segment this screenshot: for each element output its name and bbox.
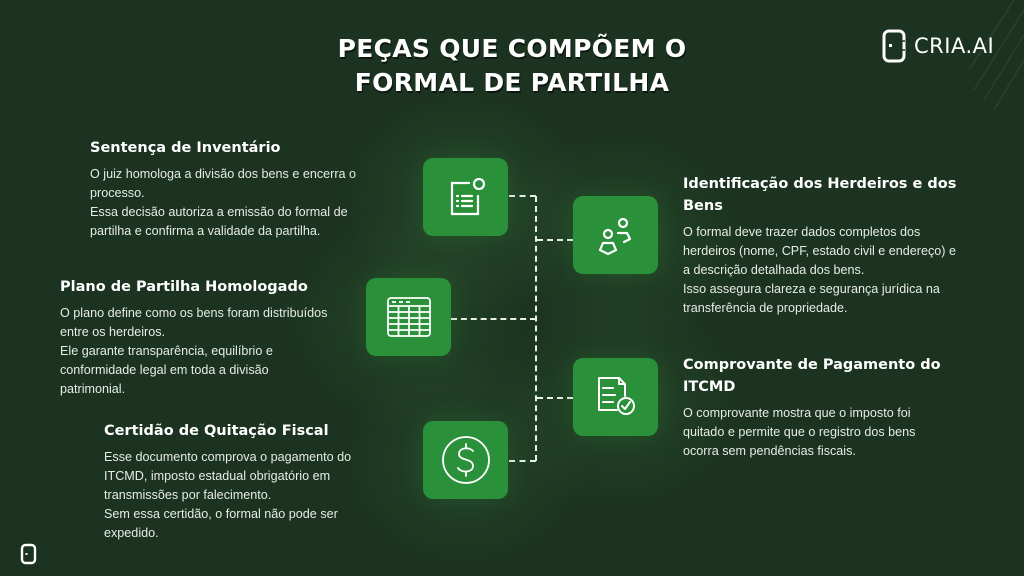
table-icon (386, 297, 431, 337)
section-herdeiros: Identificação dos Herdeiros e dos Bens O… (683, 173, 983, 318)
section-text: Esse documento comprova o pagamento do I… (104, 450, 352, 540)
cria-ai-logo-icon (882, 29, 906, 63)
section-text: O plano define como os bens foram distri… (60, 306, 328, 396)
section-plano: Plano de Partilha Homologado O plano def… (60, 276, 360, 399)
dollar-circle-icon (441, 436, 490, 484)
section-sentenca: Sentença de Inventário O juiz homologa a… (90, 137, 390, 241)
section-text: O comprovante mostra que o imposto foi q… (683, 406, 916, 458)
section-title: Identificação dos Herdeiros e dos Bens (683, 176, 957, 214)
brand-name: CRIA.AI (914, 34, 995, 58)
section-title: Certidão de Quitação Fiscal (104, 423, 329, 439)
connector-box1 (509, 195, 536, 197)
connector-vertical (535, 196, 537, 461)
section-certidao: Certidão de Quitação Fiscal Esse documen… (104, 420, 394, 543)
section-comprovante: Comprovante de Pagamento do ITCMD O comp… (683, 354, 983, 461)
title-line-2: FORMAL DE PARTILHA (354, 68, 670, 97)
connector-box2 (537, 239, 573, 241)
section-title: Plano de Partilha Homologado (60, 279, 308, 295)
connector-box4 (537, 397, 573, 399)
section-text: O formal deve trazer dados completos dos… (683, 225, 956, 315)
document-list-icon (450, 177, 485, 216)
icon-box-plano (366, 278, 451, 356)
people-icon (598, 217, 631, 256)
icon-box-comprovante (573, 358, 658, 436)
document-check-icon (597, 377, 635, 415)
connector-box5 (509, 460, 536, 462)
connector-box3 (451, 318, 536, 320)
section-title: Comprovante de Pagamento do ITCMD (683, 357, 941, 395)
cria-ai-small-logo-icon (20, 543, 37, 565)
page-title: PEÇAS QUE COMPÕEM O FORMAL DE PARTILHA (0, 32, 1024, 100)
section-text: O juiz homologa a divisão dos bens e enc… (90, 167, 357, 238)
icon-box-certidao (423, 421, 508, 499)
icon-box-sentenca (423, 158, 508, 236)
title-line-1: PEÇAS QUE COMPÕEM O (337, 34, 687, 63)
brand-logo: CRIA.AI (882, 28, 994, 64)
icon-box-herdeiros (573, 196, 658, 274)
section-title: Sentença de Inventário (90, 140, 281, 156)
